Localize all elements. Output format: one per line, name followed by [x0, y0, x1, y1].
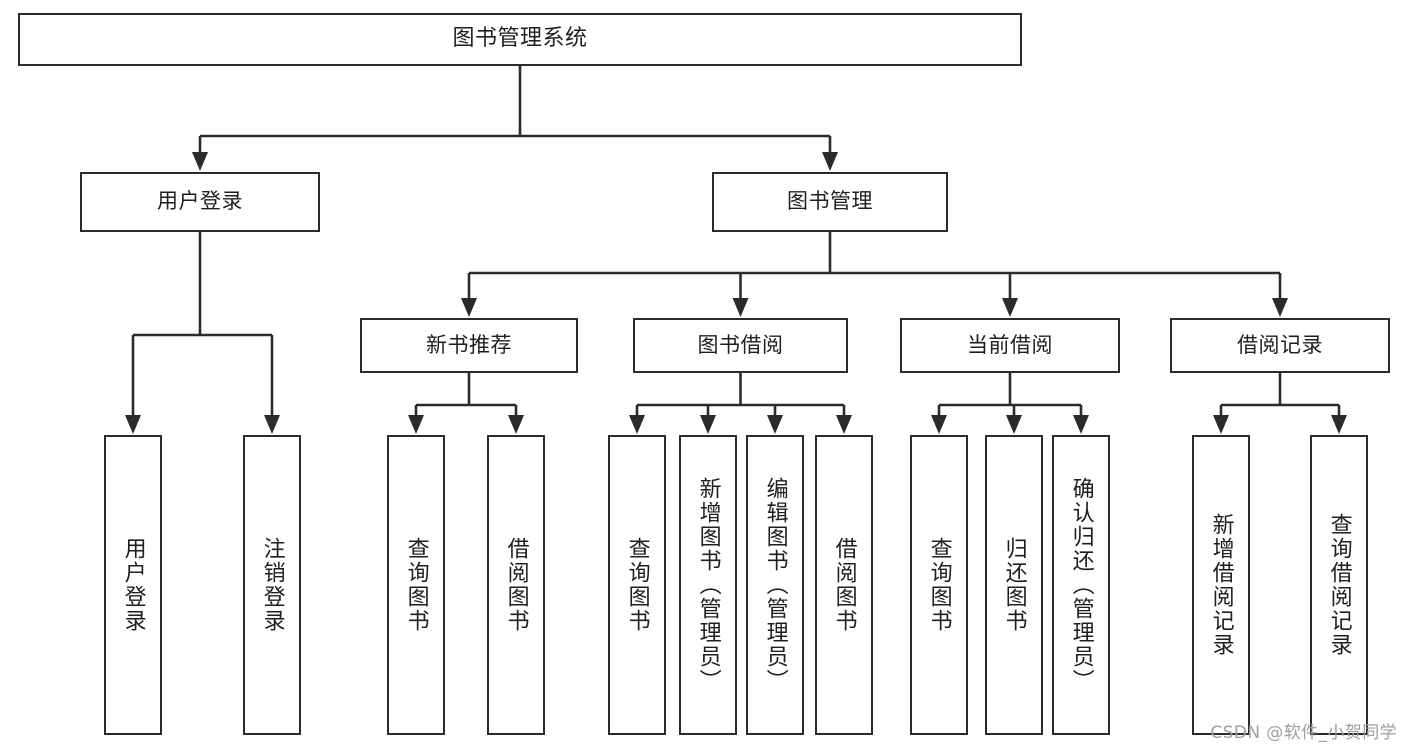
node-label: 用户登录	[120, 537, 146, 633]
node-label: 查询图书	[624, 537, 650, 633]
node-label: 图书管理	[787, 189, 873, 214]
node-book-borrow[interactable]: 图书借阅	[633, 318, 848, 373]
node-label: 确认归还（管理员）	[1068, 477, 1094, 693]
arrowhead-icon	[192, 152, 208, 171]
node-leaf-query-book-3[interactable]: 查询图书	[910, 435, 968, 735]
connector-group-book-manage	[461, 232, 1288, 317]
node-leaf-return-book[interactable]: 归还图书	[985, 435, 1043, 735]
arrowhead-icon	[1006, 415, 1022, 434]
node-leaf-add-book[interactable]: 新增图书（管理员）	[679, 435, 737, 735]
arrowhead-icon	[822, 152, 838, 171]
node-leaf-logout[interactable]: 注销登录	[243, 435, 301, 735]
node-label: 图书管理系统	[452, 26, 588, 52]
node-leaf-query-book-2[interactable]: 查询图书	[608, 435, 666, 735]
node-label: 借阅图书	[831, 537, 857, 633]
node-label: 查询图书	[403, 537, 429, 633]
node-leaf-query-book-1[interactable]: 查询图书	[387, 435, 445, 735]
arrowhead-icon	[264, 415, 280, 434]
node-label: 借阅记录	[1237, 332, 1323, 357]
arrowhead-icon	[629, 415, 645, 434]
node-label: 查询借阅记录	[1326, 513, 1352, 657]
node-user-login[interactable]: 用户登录	[80, 172, 320, 232]
node-new-book-rec[interactable]: 新书推荐	[360, 318, 578, 373]
node-current-borrow[interactable]: 当前借阅	[900, 318, 1120, 373]
arrowhead-icon	[836, 415, 852, 434]
node-leaf-user-login[interactable]: 用户登录	[104, 435, 162, 735]
arrowhead-icon	[931, 415, 947, 434]
arrowhead-icon	[700, 415, 716, 434]
node-label: 查询图书	[926, 537, 952, 633]
node-label: 归还图书	[1001, 537, 1027, 633]
node-label: 新书推荐	[426, 332, 512, 357]
node-book-manage[interactable]: 图书管理	[712, 172, 948, 232]
arrowhead-icon	[1002, 298, 1018, 317]
arrowhead-icon	[408, 415, 424, 434]
node-label: 当前借阅	[967, 332, 1053, 357]
arrowhead-icon	[508, 415, 524, 434]
arrowhead-icon	[767, 415, 783, 434]
node-label: 图书借阅	[697, 332, 784, 357]
node-root[interactable]: 图书管理系统	[18, 13, 1022, 66]
connector-group-book-borrow	[629, 373, 852, 434]
node-label: 注销登录	[259, 537, 285, 633]
node-borrow-record[interactable]: 借阅记录	[1170, 318, 1390, 373]
node-leaf-borrow-book-1[interactable]: 借阅图书	[487, 435, 545, 735]
arrowhead-icon	[461, 298, 477, 317]
node-leaf-borrow-book-2[interactable]: 借阅图书	[815, 435, 873, 735]
connector-group-new-book-rec	[408, 373, 524, 434]
connector-group-current-borrow	[931, 373, 1089, 434]
node-leaf-confirm-return[interactable]: 确认归还（管理员）	[1052, 435, 1110, 735]
arrowhead-icon	[732, 298, 749, 317]
node-label: 借阅图书	[503, 537, 529, 633]
node-leaf-edit-book[interactable]: 编辑图书（管理员）	[746, 435, 804, 735]
node-label: 编辑图书（管理员）	[762, 477, 788, 693]
connector-group-root	[192, 66, 838, 171]
node-label: 新增借阅记录	[1208, 513, 1234, 657]
node-leaf-add-record[interactable]: 新增借阅记录	[1192, 435, 1250, 735]
arrowhead-icon	[1272, 298, 1288, 317]
connector-group-user-login	[125, 232, 280, 434]
arrowhead-icon	[1331, 415, 1347, 434]
arrowhead-icon	[1073, 415, 1089, 434]
connector-group-borrow-record	[1213, 373, 1347, 434]
watermark: CSDN @软件_小贺同学	[1210, 723, 1397, 743]
node-label: 新增图书（管理员）	[695, 477, 721, 693]
arrowhead-icon	[125, 415, 141, 434]
node-label: 用户登录	[157, 189, 243, 214]
node-leaf-query-record[interactable]: 查询借阅记录	[1310, 435, 1368, 735]
arrowhead-icon	[1213, 415, 1229, 434]
